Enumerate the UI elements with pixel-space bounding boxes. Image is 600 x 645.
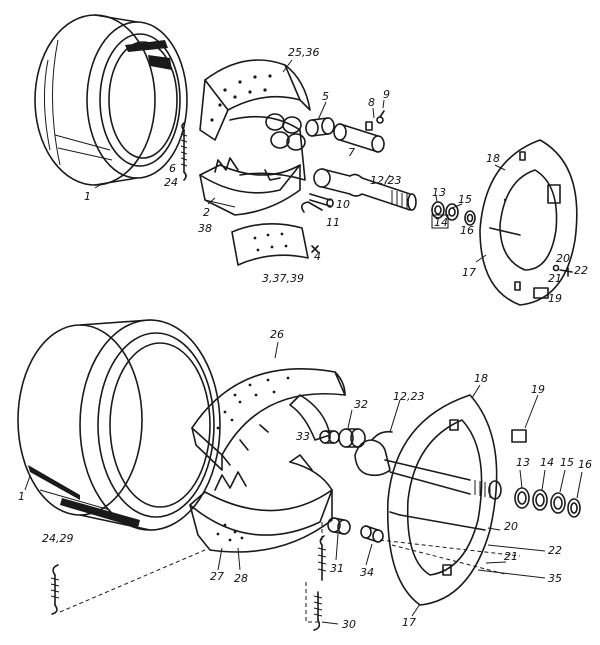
label-21-top: 21 [548,272,562,285]
dashed-guides-bottom [59,520,521,623]
label-33-bottom: 33 [296,430,310,443]
label-20-bottom: 20 [504,520,518,533]
anchor-pin-top [333,123,385,153]
rivet-top [311,245,319,253]
brake-drum-bottom [17,319,221,531]
label-14-box-top [431,214,449,229]
clevis-pin-top [309,193,334,208]
label-12-23-bottom: 12,23 [393,390,425,403]
label-22-bottom: 22 [548,544,562,557]
label-28-bottom: 28 [234,572,248,585]
label-32-bottom: 32 [354,398,368,411]
label-8-top: 8 [368,96,375,109]
label-24-29-bottom: 24,29 [42,532,74,545]
leader-lines-bottom [24,341,583,625]
clip-bolt-top [533,264,573,299]
backing-plate-bottom [386,394,498,606]
label-17-top: 17 [462,266,476,279]
label-24-top: 24 [164,176,178,189]
label-20-top: 20 [556,252,570,265]
label-3-37-39-top: 3,37,39 [262,272,304,285]
label-1-top: 1 [84,190,91,203]
washers-bottom [514,487,581,518]
brake-shoe-upper-bottom [191,368,346,471]
brake-shoe-upper-top [199,59,311,141]
label-26-bottom: 26 [270,328,284,341]
dust-shield-top [479,139,578,306]
clip-bottom [511,429,527,443]
label-25-36-top: 25,36 [288,46,320,59]
label-7-top: 7 [348,146,355,159]
label-16-top: 16 [460,224,474,237]
label-30-bottom: 30 [342,618,356,631]
label-34-bottom: 34 [360,566,374,579]
label-5-top: 5 [322,90,329,103]
label-14-bottom: 14 [540,456,554,469]
camshaft-bottom [354,430,502,500]
leader-lines-top [94,59,506,263]
label-27-bottom: 27 [210,570,224,583]
label-2-top: 2 [203,206,210,219]
bushing-pin-bottom [327,517,384,543]
label-11-top: 11 [326,216,340,229]
label-18-top: 18 [486,152,500,165]
brake-shoe-lower-bottom [189,454,333,553]
top-assembly: 1 25,36 6 24 2 38 3,37,39 4 5 8 9 7 10 1… [34,14,588,306]
label-19-top: 19 [548,292,562,305]
label-9-top: 9 [383,88,390,101]
bushing-top [305,117,335,137]
label-18-bottom: 18 [474,372,488,385]
label-35-bottom: 35 [548,572,562,585]
roller-bushing-bottom [319,428,366,448]
brake-lining-top [231,223,309,266]
retaining-clip-top [300,201,323,213]
brake-shoe-lower-top [199,157,301,216]
labels-bottom: 26 32 12,23 18 19 33 13 14 15 16 1 24,29… [18,328,592,631]
springs-bottom [50,535,327,631]
label-22-top: 22 [574,264,588,277]
label-19-bottom: 19 [531,383,545,396]
label-6-top: 6 [169,162,176,175]
label-4-top: 4 [314,250,321,263]
label-21-bottom: 21 [504,550,518,563]
label-10-top: 10 [336,198,350,211]
label-1-bottom: 1 [18,490,25,503]
label-17-bottom: 17 [402,616,416,629]
label-13-top: 13 [432,186,446,199]
return-spring-top [180,122,188,181]
label-13-bottom: 13 [516,456,530,469]
label-14-top: 14 [434,216,448,229]
shoe-web-top [229,113,306,181]
grease-fitting-top [365,110,385,131]
label-31-bottom: 31 [330,562,344,575]
labels-top: 1 25,36 6 24 2 38 3,37,39 4 5 8 9 7 10 1… [84,46,588,305]
label-15-top: 15 [458,193,472,206]
bottom-assembly: 26 32 12,23 18 19 33 13 14 15 16 1 24,29… [17,319,592,631]
label-38-top: 38 [198,222,212,235]
camshaft-top [313,168,417,211]
label-15-bottom: 15 [560,456,574,469]
label-12-23-top: 12,23 [370,174,402,187]
label-16-bottom: 16 [578,458,592,471]
brake-drum-top [34,14,188,186]
